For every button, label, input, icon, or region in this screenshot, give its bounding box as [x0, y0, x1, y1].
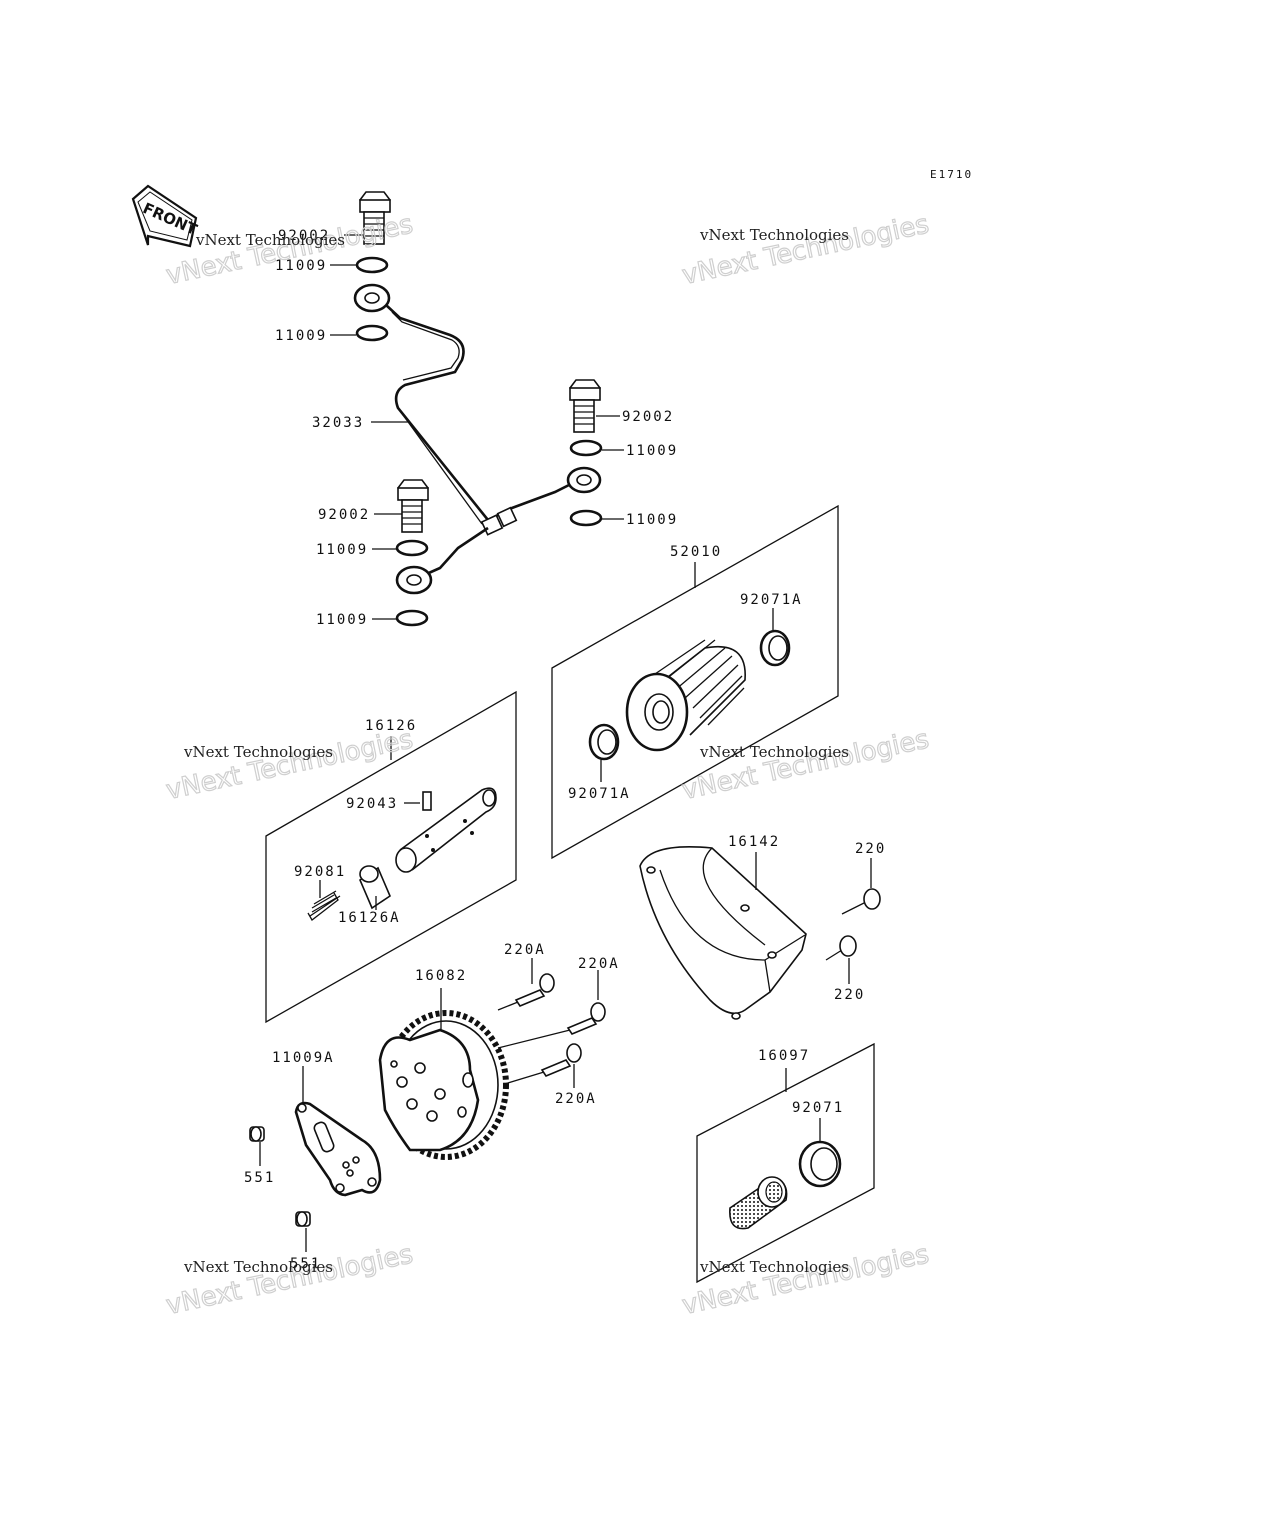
label-32033: 32033 [312, 415, 364, 431]
washer-lower-1 [395, 539, 429, 557]
pump-cover [639, 846, 807, 1020]
watermark-1: vNext Technologies [163, 209, 416, 292]
filter-kit-frame [551, 504, 839, 860]
svg-text:vNext Technologies: vNext Technologies [680, 209, 932, 291]
svg-text:vNext Technologies: vNext Technologies [680, 1239, 932, 1321]
label-52010: 52010 [670, 544, 722, 560]
strainer-o-ring [798, 1140, 842, 1188]
svg-text:vNext Technologies: vNext Technologies [164, 1239, 416, 1321]
screw-pump-1 [514, 973, 555, 1007]
oil-pipe [353, 283, 602, 595]
label-220A-2: 220A [578, 956, 620, 972]
washer-lower-2 [395, 609, 429, 627]
washer-right-2 [569, 509, 603, 527]
screw-cover-2 [825, 935, 857, 961]
watermark-4: vNext Technologies [679, 724, 932, 807]
watermark-2: vNext Technologies [679, 209, 932, 292]
label-11009-right-1: 11009 [626, 443, 678, 459]
washer-top-1 [355, 256, 389, 274]
valve-collar [359, 865, 391, 910]
label-11009-right-2: 11009 [626, 512, 678, 528]
svg-text:vNext Technologies: vNext Technologies [680, 724, 932, 806]
label-16126: 16126 [365, 718, 417, 734]
label-11009-top-1: 11009 [275, 258, 327, 274]
oil-strainer [729, 1176, 788, 1230]
banjo-bolt-lower [397, 479, 429, 533]
diagram-code: E1710 [930, 168, 973, 181]
oil-pump-assembly [378, 1010, 509, 1160]
watermark-6: vNext Technologies [679, 1239, 932, 1322]
strainer-kit-frame [696, 1042, 875, 1284]
banjo-bolt-right [569, 379, 601, 433]
valve-kit-frame [265, 690, 517, 1024]
relief-valve-body [395, 787, 497, 873]
label-11009-lower-1: 11009 [316, 542, 368, 558]
label-220A-3: 220A [555, 1091, 597, 1107]
label-92071A-lower: 92071A [568, 786, 631, 802]
svg-text:vNext Technologies: vNext Technologies [164, 209, 416, 291]
watermark-text-6: vNext Technologies [699, 1258, 849, 1276]
label-92043: 92043 [346, 796, 398, 812]
label-92071: 92071 [792, 1100, 844, 1116]
label-551-upper: 551 [244, 1170, 275, 1186]
label-11009-lower-2: 11009 [316, 612, 368, 628]
dowel-pin-1 [249, 1126, 265, 1142]
screw-pump-3 [540, 1043, 582, 1077]
watermark-5: vNext Technologies [163, 1239, 416, 1322]
label-11009-top-2: 11009 [275, 328, 327, 344]
label-220-lower: 220 [834, 987, 865, 1003]
filter-o-ring-lower [588, 723, 620, 761]
washer-top-2 [355, 324, 389, 342]
watermark-text-5: vNext Technologies [183, 1258, 333, 1276]
label-16097: 16097 [758, 1048, 810, 1064]
label-16142: 16142 [728, 834, 780, 850]
screw-pump-2 [566, 1002, 606, 1035]
front-arrow-icon: FRONT [131, 184, 201, 248]
label-92002-lower: 92002 [318, 507, 370, 523]
banjo-bolt-top [359, 191, 391, 245]
label-220-upper: 220 [855, 841, 886, 857]
svg-text:vNext Technologies: vNext Technologies [164, 724, 416, 806]
label-551-lower: 551 [290, 1256, 321, 1272]
label-220A-1: 220A [504, 942, 546, 958]
label-92081: 92081 [294, 864, 346, 880]
oil-filter-element [625, 639, 746, 752]
filter-o-ring-upper [759, 629, 791, 667]
watermark-3: vNext Technologies [163, 724, 416, 807]
pin-92043 [422, 791, 432, 811]
label-16082: 16082 [415, 968, 467, 984]
screw-cover-1 [841, 888, 881, 915]
washer-right-1 [569, 439, 603, 457]
watermark-text-1: vNext Technologies [195, 231, 345, 249]
label-11009A: 11009A [272, 1050, 335, 1066]
watermark-text-3: vNext Technologies [183, 743, 333, 761]
label-92071A-upper: 92071A [740, 592, 803, 608]
label-92002-top: 92002 [278, 228, 330, 244]
label-92002-right: 92002 [622, 409, 674, 425]
pump-gasket [294, 1101, 382, 1197]
label-16126A: 16126A [338, 910, 401, 926]
dowel-pin-2 [295, 1211, 311, 1227]
watermark-text-4: vNext Technologies [699, 743, 849, 761]
watermark-text-2: vNext Technologies [699, 226, 849, 244]
spring-92081 [307, 890, 341, 921]
